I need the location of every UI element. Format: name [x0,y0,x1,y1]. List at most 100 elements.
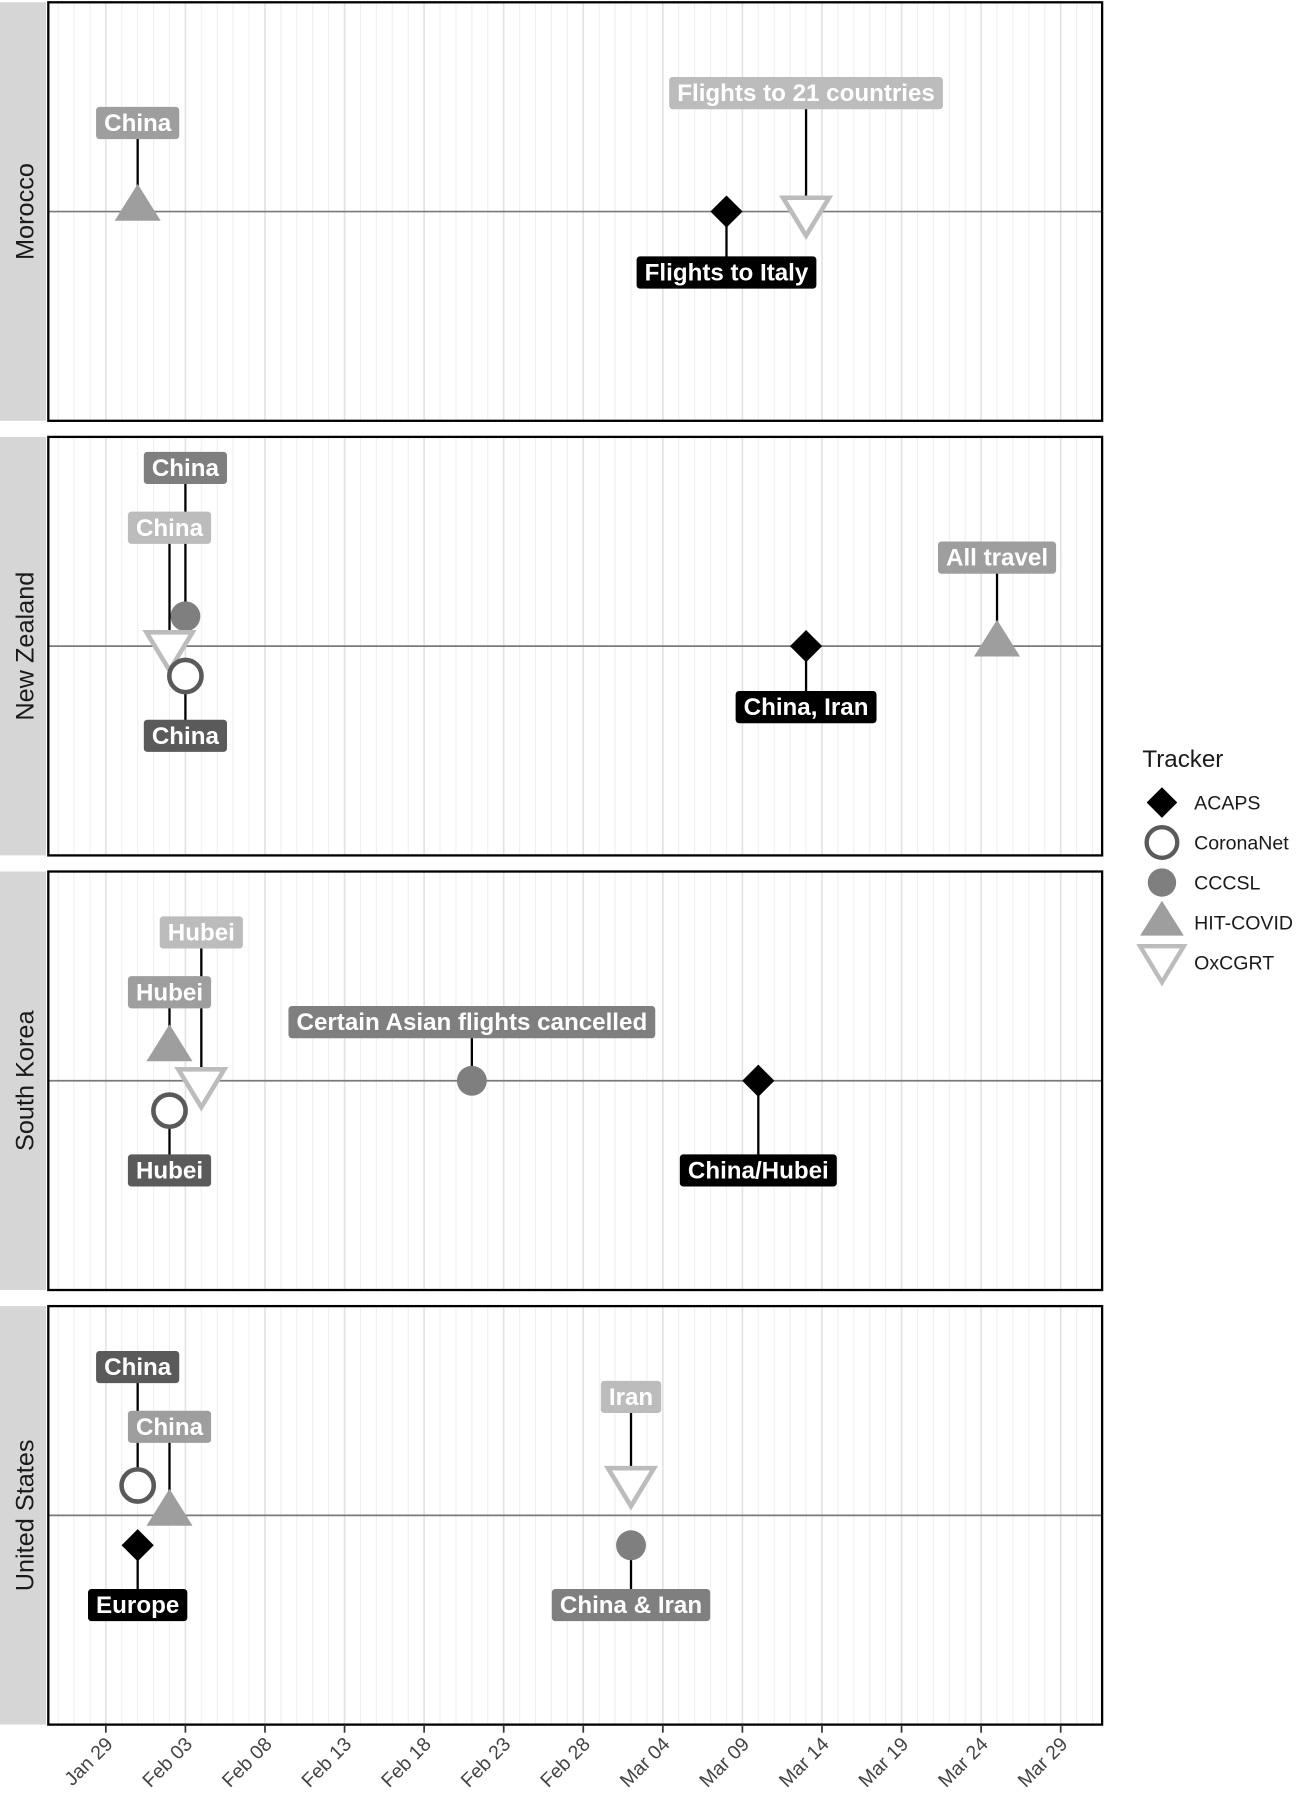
open-circle-marker [167,657,204,695]
filled-circle-marker [456,1065,487,1096]
label-box [127,511,212,544]
legend-label: ACAPS [1194,792,1260,814]
label-box [679,1154,837,1187]
diamond-marker [789,630,823,663]
event-label: China [143,719,228,752]
x-tick-label: Jan 29 [60,1733,117,1790]
label-text: All travel [946,545,1048,572]
legend-item-oxcgrt: OxCGRT [1136,943,1274,987]
label-text: China & Iran [560,1592,702,1619]
legend-label: HIT-COVID [1194,912,1293,934]
strip [0,436,47,856]
event-label: Iran [600,1380,662,1414]
event-oxcgrt [778,93,834,241]
x-tick-label: Mar 04 [616,1733,675,1792]
event-label: All travel [937,541,1057,574]
triangle-up-marker [974,619,1021,657]
event-coronanet [167,657,204,736]
event-coronanet [119,1367,157,1504]
triangle-up-marker [114,183,161,221]
label-text: Hubei [168,919,235,946]
x-tick-label: Mar 29 [1014,1733,1073,1792]
panel-border [47,870,1104,1292]
event-oxcgrt [174,932,229,1112]
label-text: Hubei [136,1157,203,1184]
label-box [288,1006,656,1039]
label-box [127,976,212,1009]
event-label: Hubei [127,1154,212,1187]
event-label: Flights to 21 countries [669,77,943,110]
legend-label: CCCSL [1194,872,1260,894]
triangle-down-marker [142,630,197,675]
strip [0,2,47,421]
event-label: China [143,451,228,485]
label-box [669,77,943,110]
x-tick-label: Mar 24 [934,1733,993,1792]
legend-title: Tracker [1142,746,1223,773]
filled-circle-marker [170,601,201,632]
label-text: Europe [96,1592,179,1619]
legend-item-acaps: ACAPS [1146,787,1260,818]
triangle-down-marker-icon [1136,943,1188,987]
event-label: Flights to Italy [636,256,817,289]
triangle-up-marker [146,1024,193,1062]
label-box [127,1154,212,1187]
label-text: China [136,515,204,542]
x-tick-label: Feb 23 [457,1733,516,1792]
legend-item-cccsl: CCCSL [1147,868,1261,897]
x-tick-label: Mar 14 [775,1733,834,1792]
diamond-marker [121,1529,154,1562]
label-text: China [104,110,172,137]
label-box [96,1350,180,1384]
open-circle-marker [151,1092,188,1130]
x-tick-label: Feb 18 [377,1733,436,1792]
legend-label: OxCGRT [1194,952,1274,974]
triangle-down-marker [778,195,834,241]
strip-label: Morocco [11,163,39,260]
panel-border [47,435,1104,857]
event-label: China [96,1350,180,1384]
filled-circle-marker-icon [1147,868,1177,897]
label-box [88,1588,188,1622]
x-tick-label: Mar 19 [855,1733,914,1792]
label-box [600,1380,662,1414]
label-text: Certain Asian flights cancelled [297,1009,648,1036]
triangle-up-marker [146,1488,193,1526]
event-label: Europe [88,1588,188,1622]
event-label: China [96,106,180,140]
label-text: Hubei [136,979,203,1006]
event-label: China [127,511,212,544]
open-circle-marker-icon [1144,825,1180,861]
x-tick-label: Mar 09 [695,1733,754,1792]
legend: Tracker ACAPSCoronaNetCCCSLHIT-COVIDOxCG… [1136,746,1293,987]
label-box [735,690,877,724]
label-text: China, Iran [744,694,869,721]
triangle-down-marker [603,1465,659,1511]
event-label: China [127,1410,212,1443]
label-text: China [152,723,220,750]
label-box [636,256,817,289]
x-tick-label: Feb 03 [138,1733,197,1792]
x-tick-label: Feb 08 [218,1733,277,1792]
label-box [127,1410,212,1443]
panel-border [47,1304,1104,1726]
event-label: China/Hubei [679,1154,837,1187]
strip [0,1306,47,1725]
strip [0,871,47,1291]
label-text: Flights to Italy [645,260,809,287]
label-text: China [104,1354,172,1381]
strip-label: United States [11,1439,39,1591]
label-box [143,719,228,752]
strip-label: New Zealand [11,572,39,721]
triangle-down-marker [174,1066,229,1112]
label-box [96,106,180,140]
event-label: Hubei [159,916,243,949]
label-text: Flights to 21 countries [677,80,935,107]
label-box [143,451,228,485]
event-coronanet [151,1092,188,1171]
